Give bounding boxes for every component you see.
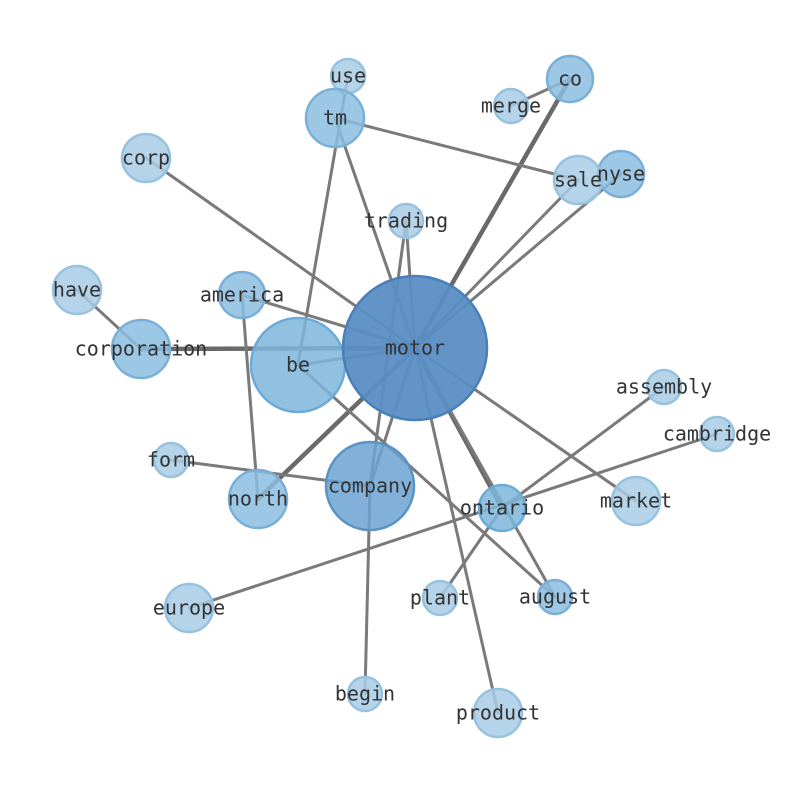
node-label-assembly: assembly <box>616 375 712 399</box>
node-circle-sale[interactable] <box>552 154 604 206</box>
node-ontario[interactable] <box>477 483 527 533</box>
node-circle-begin[interactable] <box>346 675 384 713</box>
node-america[interactable] <box>217 270 267 320</box>
node-have[interactable] <box>51 264 103 316</box>
edge-be-august <box>296 363 557 599</box>
node-label-north: north <box>228 487 288 511</box>
node-label-nyse: nyse <box>597 162 645 186</box>
node-label-corporation: corporation <box>75 337 207 361</box>
node-label-motor: motor <box>385 336 445 360</box>
node-circle-motor[interactable] <box>341 274 489 422</box>
node-company[interactable] <box>324 440 416 532</box>
node-circle-co[interactable] <box>545 54 595 104</box>
node-sale[interactable] <box>552 154 604 206</box>
node-label-product: product <box>456 701 540 725</box>
node-circle-merge[interactable] <box>492 87 530 125</box>
node-label-form: form <box>147 448 195 472</box>
node-circle-product[interactable] <box>472 687 524 739</box>
node-corp[interactable] <box>120 132 172 184</box>
node-label-company: company <box>328 474 412 498</box>
node-circle-company[interactable] <box>324 440 416 532</box>
node-circle-have[interactable] <box>51 264 103 316</box>
node-circle-august[interactable] <box>536 578 574 616</box>
node-corporation[interactable] <box>110 318 172 380</box>
node-label-merge: merge <box>481 94 541 118</box>
node-co[interactable] <box>545 54 595 104</box>
node-layer: motor company be corporation tm north ontario c… <box>51 54 771 739</box>
node-europe[interactable] <box>163 582 215 634</box>
node-label-tm: tm <box>323 106 347 130</box>
node-circle-north[interactable] <box>227 468 289 530</box>
edge-america-north <box>240 293 260 501</box>
node-product[interactable] <box>472 687 524 739</box>
node-circle-market[interactable] <box>610 475 662 527</box>
node-circle-corp[interactable] <box>120 132 172 184</box>
node-label-america: america <box>200 283 284 307</box>
node-circle-assembly[interactable] <box>645 368 683 406</box>
node-label-sale: sale <box>554 168 602 192</box>
node-circle-corporation[interactable] <box>110 318 172 380</box>
node-label-have: have <box>53 278 101 302</box>
node-motor[interactable] <box>341 274 489 422</box>
node-circle-europe[interactable] <box>163 582 215 634</box>
node-label-trading: trading <box>364 209 448 233</box>
node-label-cambridge: cambridge <box>663 422 771 446</box>
node-tm[interactable] <box>304 87 366 149</box>
node-label-be: be <box>286 353 310 377</box>
node-trading[interactable] <box>387 202 425 240</box>
node-label-co: co <box>558 67 582 91</box>
node-circle-form[interactable] <box>152 441 190 479</box>
node-merge[interactable] <box>492 87 530 125</box>
node-market[interactable] <box>610 475 662 527</box>
node-label-corp: corp <box>122 146 170 170</box>
node-circle-plant[interactable] <box>421 579 459 617</box>
node-label-use: use <box>330 64 366 88</box>
node-label-ontario: ontario <box>460 496 544 520</box>
node-label-plant: plant <box>410 586 470 610</box>
edge-assembly-ontario <box>500 385 666 510</box>
node-circle-america[interactable] <box>217 270 267 320</box>
node-circle-tm[interactable] <box>304 87 366 149</box>
node-plant[interactable] <box>421 579 459 617</box>
node-begin[interactable] <box>346 675 384 713</box>
node-label-begin: begin <box>335 682 395 706</box>
node-north[interactable] <box>227 468 289 530</box>
node-circle-cambridge[interactable] <box>698 415 736 453</box>
edge-cambridge-europe <box>187 432 719 610</box>
node-circle-trading[interactable] <box>387 202 425 240</box>
node-label-europe: europe <box>153 596 225 620</box>
node-circle-ontario[interactable] <box>477 483 527 533</box>
node-label-august: august <box>519 585 591 609</box>
node-cambridge[interactable] <box>698 415 736 453</box>
node-form[interactable] <box>152 441 190 479</box>
edge-tm-sale <box>333 116 580 182</box>
node-august[interactable] <box>536 578 574 616</box>
node-label-market: market <box>600 489 672 513</box>
node-assembly[interactable] <box>645 368 683 406</box>
